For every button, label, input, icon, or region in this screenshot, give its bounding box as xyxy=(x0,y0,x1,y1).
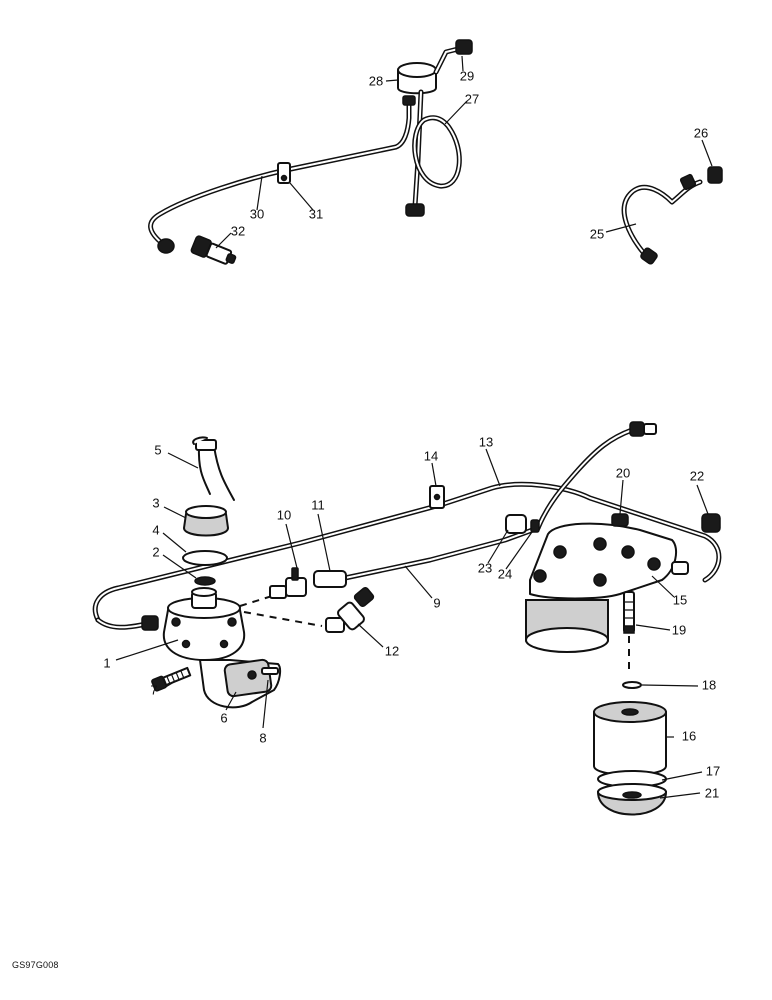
callout-20: 20 xyxy=(616,465,630,480)
callout-25: 25 xyxy=(590,226,604,241)
gauze-2 xyxy=(194,576,216,586)
callout-17: 17 xyxy=(706,763,720,778)
priming-lever-6 xyxy=(223,658,273,698)
callout-32: 32 xyxy=(231,223,245,238)
callout-16: 16 xyxy=(682,728,696,743)
callout-19: 19 xyxy=(672,622,686,637)
pipe-nut-30 xyxy=(157,238,175,254)
callout-15: 15 xyxy=(673,592,687,607)
callout-24: 24 xyxy=(498,566,512,581)
callout-11: 11 xyxy=(311,497,325,512)
callout-1: 1 xyxy=(103,655,110,670)
nut-26 xyxy=(707,166,723,184)
glass-bowl-3 xyxy=(182,505,230,537)
callout-2: 2 xyxy=(152,544,159,559)
leader-lines xyxy=(115,55,713,799)
callout-14: 14 xyxy=(424,448,438,463)
washer-18 xyxy=(622,681,642,689)
callout-12: 12 xyxy=(385,643,399,658)
nut-22 xyxy=(701,513,721,533)
bowl-retainer-5 xyxy=(192,436,235,501)
washer-20 xyxy=(611,513,629,527)
callout-4: 4 xyxy=(152,522,159,537)
callout-6: 6 xyxy=(220,710,227,725)
figure-reference: GS97G008 xyxy=(12,960,59,970)
washer-24 xyxy=(530,519,540,533)
callout-27: 27 xyxy=(465,91,479,106)
spacer-23 xyxy=(505,514,527,534)
union-29 xyxy=(455,39,473,55)
bolt-7 xyxy=(151,666,192,692)
fuel-pipe-13 xyxy=(92,481,722,631)
switch-32 xyxy=(190,235,237,265)
pump-stud-8 xyxy=(261,667,279,675)
adaptor-11 xyxy=(313,570,347,588)
callout-28: 28 xyxy=(369,73,383,88)
callout-7: 7 xyxy=(150,682,157,697)
banjo-fitting-12 xyxy=(325,586,375,633)
sealing-ring-4 xyxy=(182,550,228,566)
pipe-25-assembly xyxy=(621,166,723,265)
filter-outlet-pipe xyxy=(535,421,657,531)
filter-bowl-21 xyxy=(596,783,668,816)
callout-23: 23 xyxy=(478,560,492,575)
callout-10: 10 xyxy=(277,507,291,522)
lift-pump-1 xyxy=(162,587,282,709)
callout-3: 3 xyxy=(152,495,159,510)
filter-head-15 xyxy=(525,522,689,653)
callout-labels: 1 2 3 4 5 6 7 8 9 10 11 12 13 14 15 16 1… xyxy=(103,68,720,800)
callout-13: 13 xyxy=(479,434,493,449)
callout-22: 22 xyxy=(690,468,704,483)
fuel-cock-10 xyxy=(269,567,307,599)
callout-21: 21 xyxy=(705,785,719,800)
callout-5: 5 xyxy=(154,442,161,457)
callout-26: 26 xyxy=(694,125,708,140)
callout-8: 8 xyxy=(259,730,266,745)
callout-31: 31 xyxy=(309,206,323,221)
callout-9: 9 xyxy=(433,595,440,610)
callout-30: 30 xyxy=(250,206,264,221)
upper-pipe-assembly xyxy=(148,39,473,265)
filter-element-16 xyxy=(593,701,667,776)
callout-29: 29 xyxy=(460,68,474,83)
callout-18: 18 xyxy=(702,677,716,692)
